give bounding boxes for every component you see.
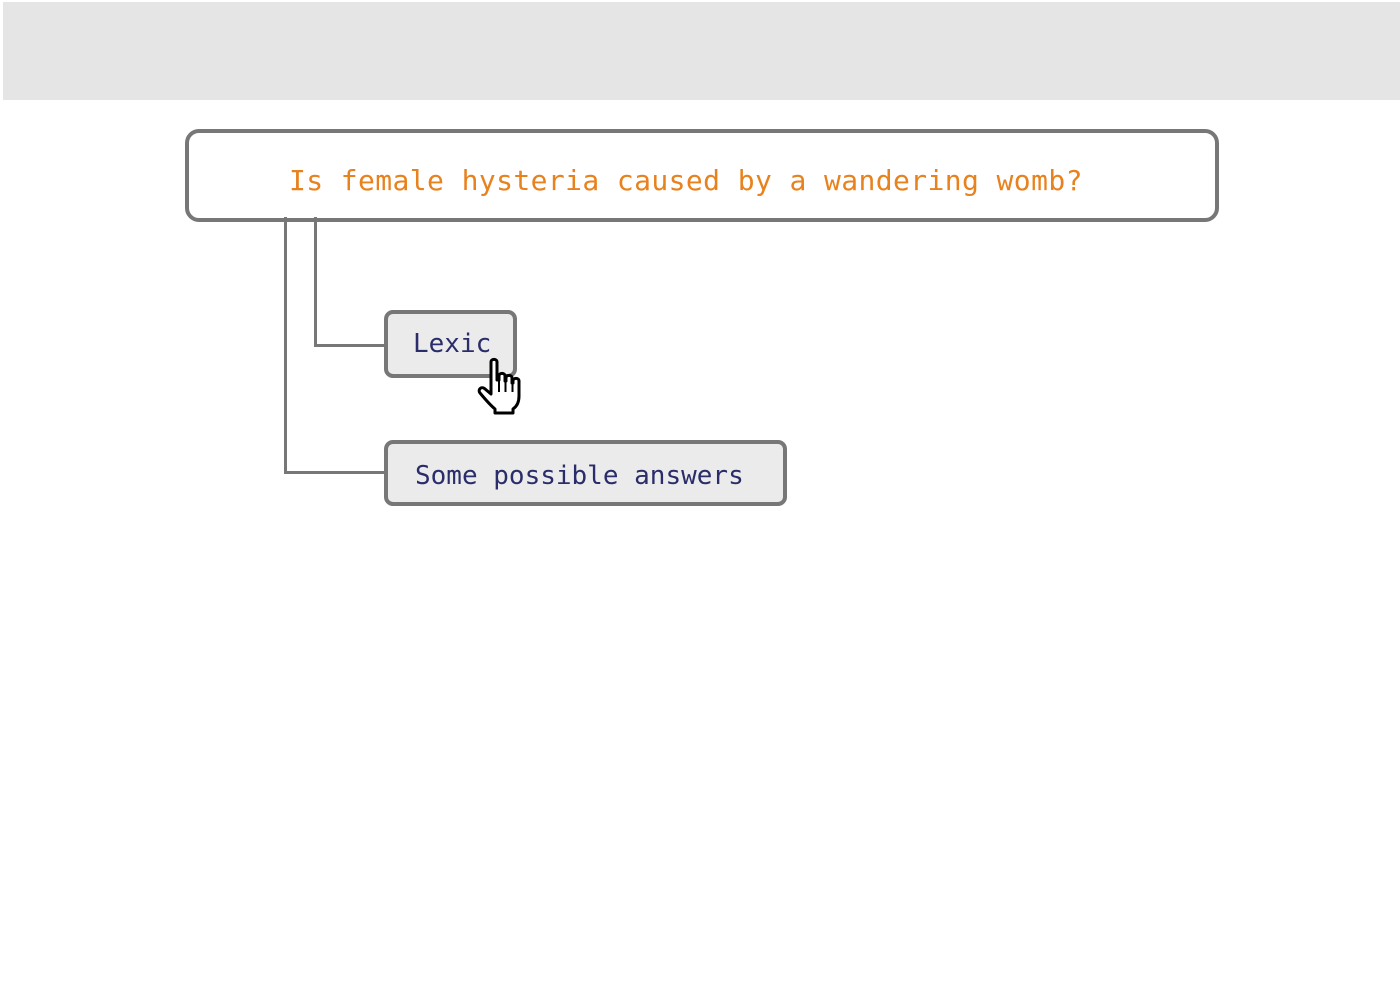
- possible-answers-node-button[interactable]: Some possible answers: [384, 440, 787, 506]
- lexic-node-label: Lexic: [413, 329, 492, 359]
- question-text: Is female hysteria caused by a wandering…: [289, 164, 1083, 197]
- connector-answers: [284, 217, 386, 474]
- lexic-node-button[interactable]: Lexic: [384, 310, 517, 378]
- connector-lexic: [314, 217, 386, 347]
- question-box: Is female hysteria caused by a wandering…: [185, 129, 1219, 222]
- possible-answers-node-label: Some possible answers: [415, 461, 744, 491]
- top-band: [3, 2, 1400, 100]
